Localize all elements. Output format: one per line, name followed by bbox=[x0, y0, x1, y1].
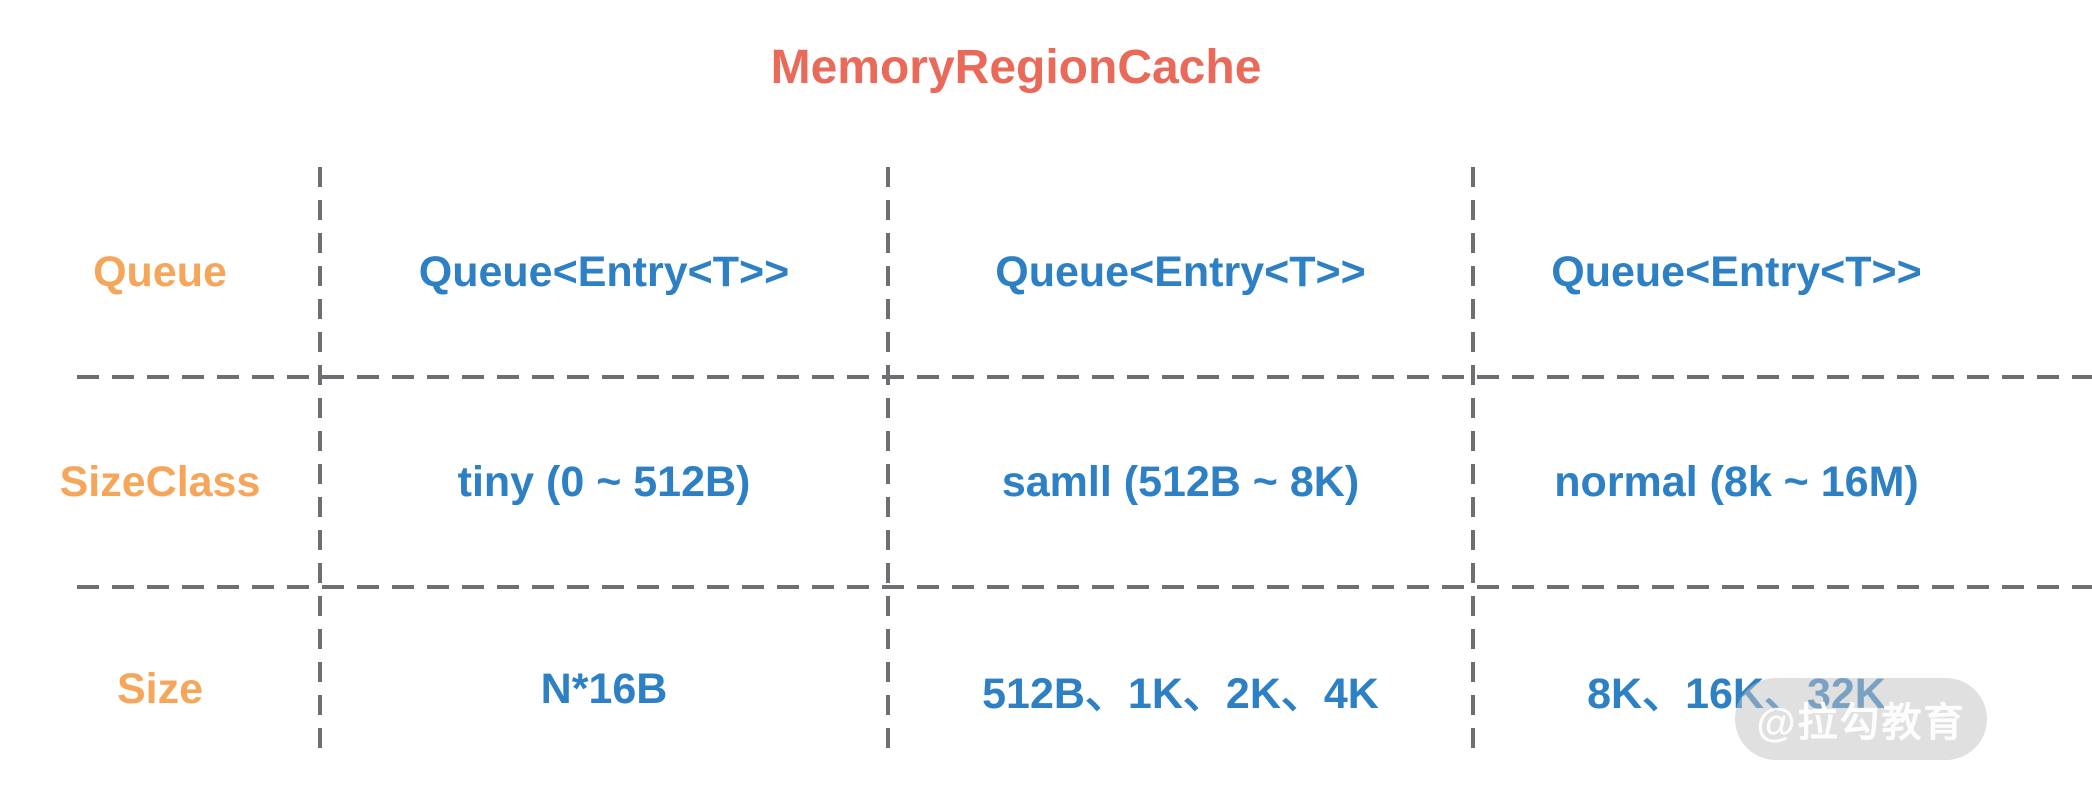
watermark-text: @拉勾教育 bbox=[1756, 701, 1966, 745]
table-cell: Queue<Entry<T>> bbox=[1473, 167, 2000, 377]
row-label-cell: Size bbox=[0, 587, 320, 792]
table-cell: 512B、1K、2K、4K bbox=[888, 587, 1473, 792]
vertical-divider-1 bbox=[318, 167, 322, 758]
cell-size-1: N*16B bbox=[540, 665, 668, 713]
row-label-cell: SizeClass bbox=[0, 377, 320, 587]
cell-queue-2: Queue<Entry<T>> bbox=[995, 247, 1366, 296]
row-label-size: Size bbox=[116, 665, 204, 713]
cell-size-2: 512B、1K、2K、4K bbox=[982, 669, 1379, 718]
cell-queue-1: Queue<Entry<T>> bbox=[418, 247, 790, 296]
vertical-divider-3 bbox=[1471, 167, 1475, 758]
table-cell: N*16B bbox=[320, 587, 888, 792]
cache-table: Queue Queue<Entry<T>> Queue<Entry<T>> Qu… bbox=[0, 167, 2000, 792]
table-cell: tiny (0 ~ 512B) bbox=[320, 377, 888, 587]
diagram-title: MemoryRegionCache bbox=[770, 41, 1262, 94]
table-cell: normal (8k ~ 16M) bbox=[1473, 377, 2000, 587]
vertical-divider-2 bbox=[886, 167, 890, 758]
cell-sizeclass-2: samll (512B ~ 8K) bbox=[1001, 457, 1360, 506]
table-cell: Queue<Entry<T>> bbox=[320, 167, 888, 377]
row-label-cell: Queue bbox=[0, 167, 320, 377]
horizontal-divider-2 bbox=[77, 585, 2092, 589]
row-label-sizeclass: SizeClass bbox=[59, 457, 261, 506]
cell-sizeclass-1: tiny (0 ~ 512B) bbox=[457, 457, 751, 506]
row-label-queue: Queue bbox=[93, 247, 227, 296]
watermark-badge: @拉勾教育 bbox=[1735, 678, 1987, 760]
table-cell: samll (512B ~ 8K) bbox=[888, 377, 1473, 587]
table-cell: Queue<Entry<T>> bbox=[888, 167, 1473, 377]
cell-sizeclass-3: normal (8k ~ 16M) bbox=[1554, 457, 1919, 506]
cell-queue-3: Queue<Entry<T>> bbox=[1551, 247, 1922, 296]
horizontal-divider-1 bbox=[77, 375, 2092, 379]
